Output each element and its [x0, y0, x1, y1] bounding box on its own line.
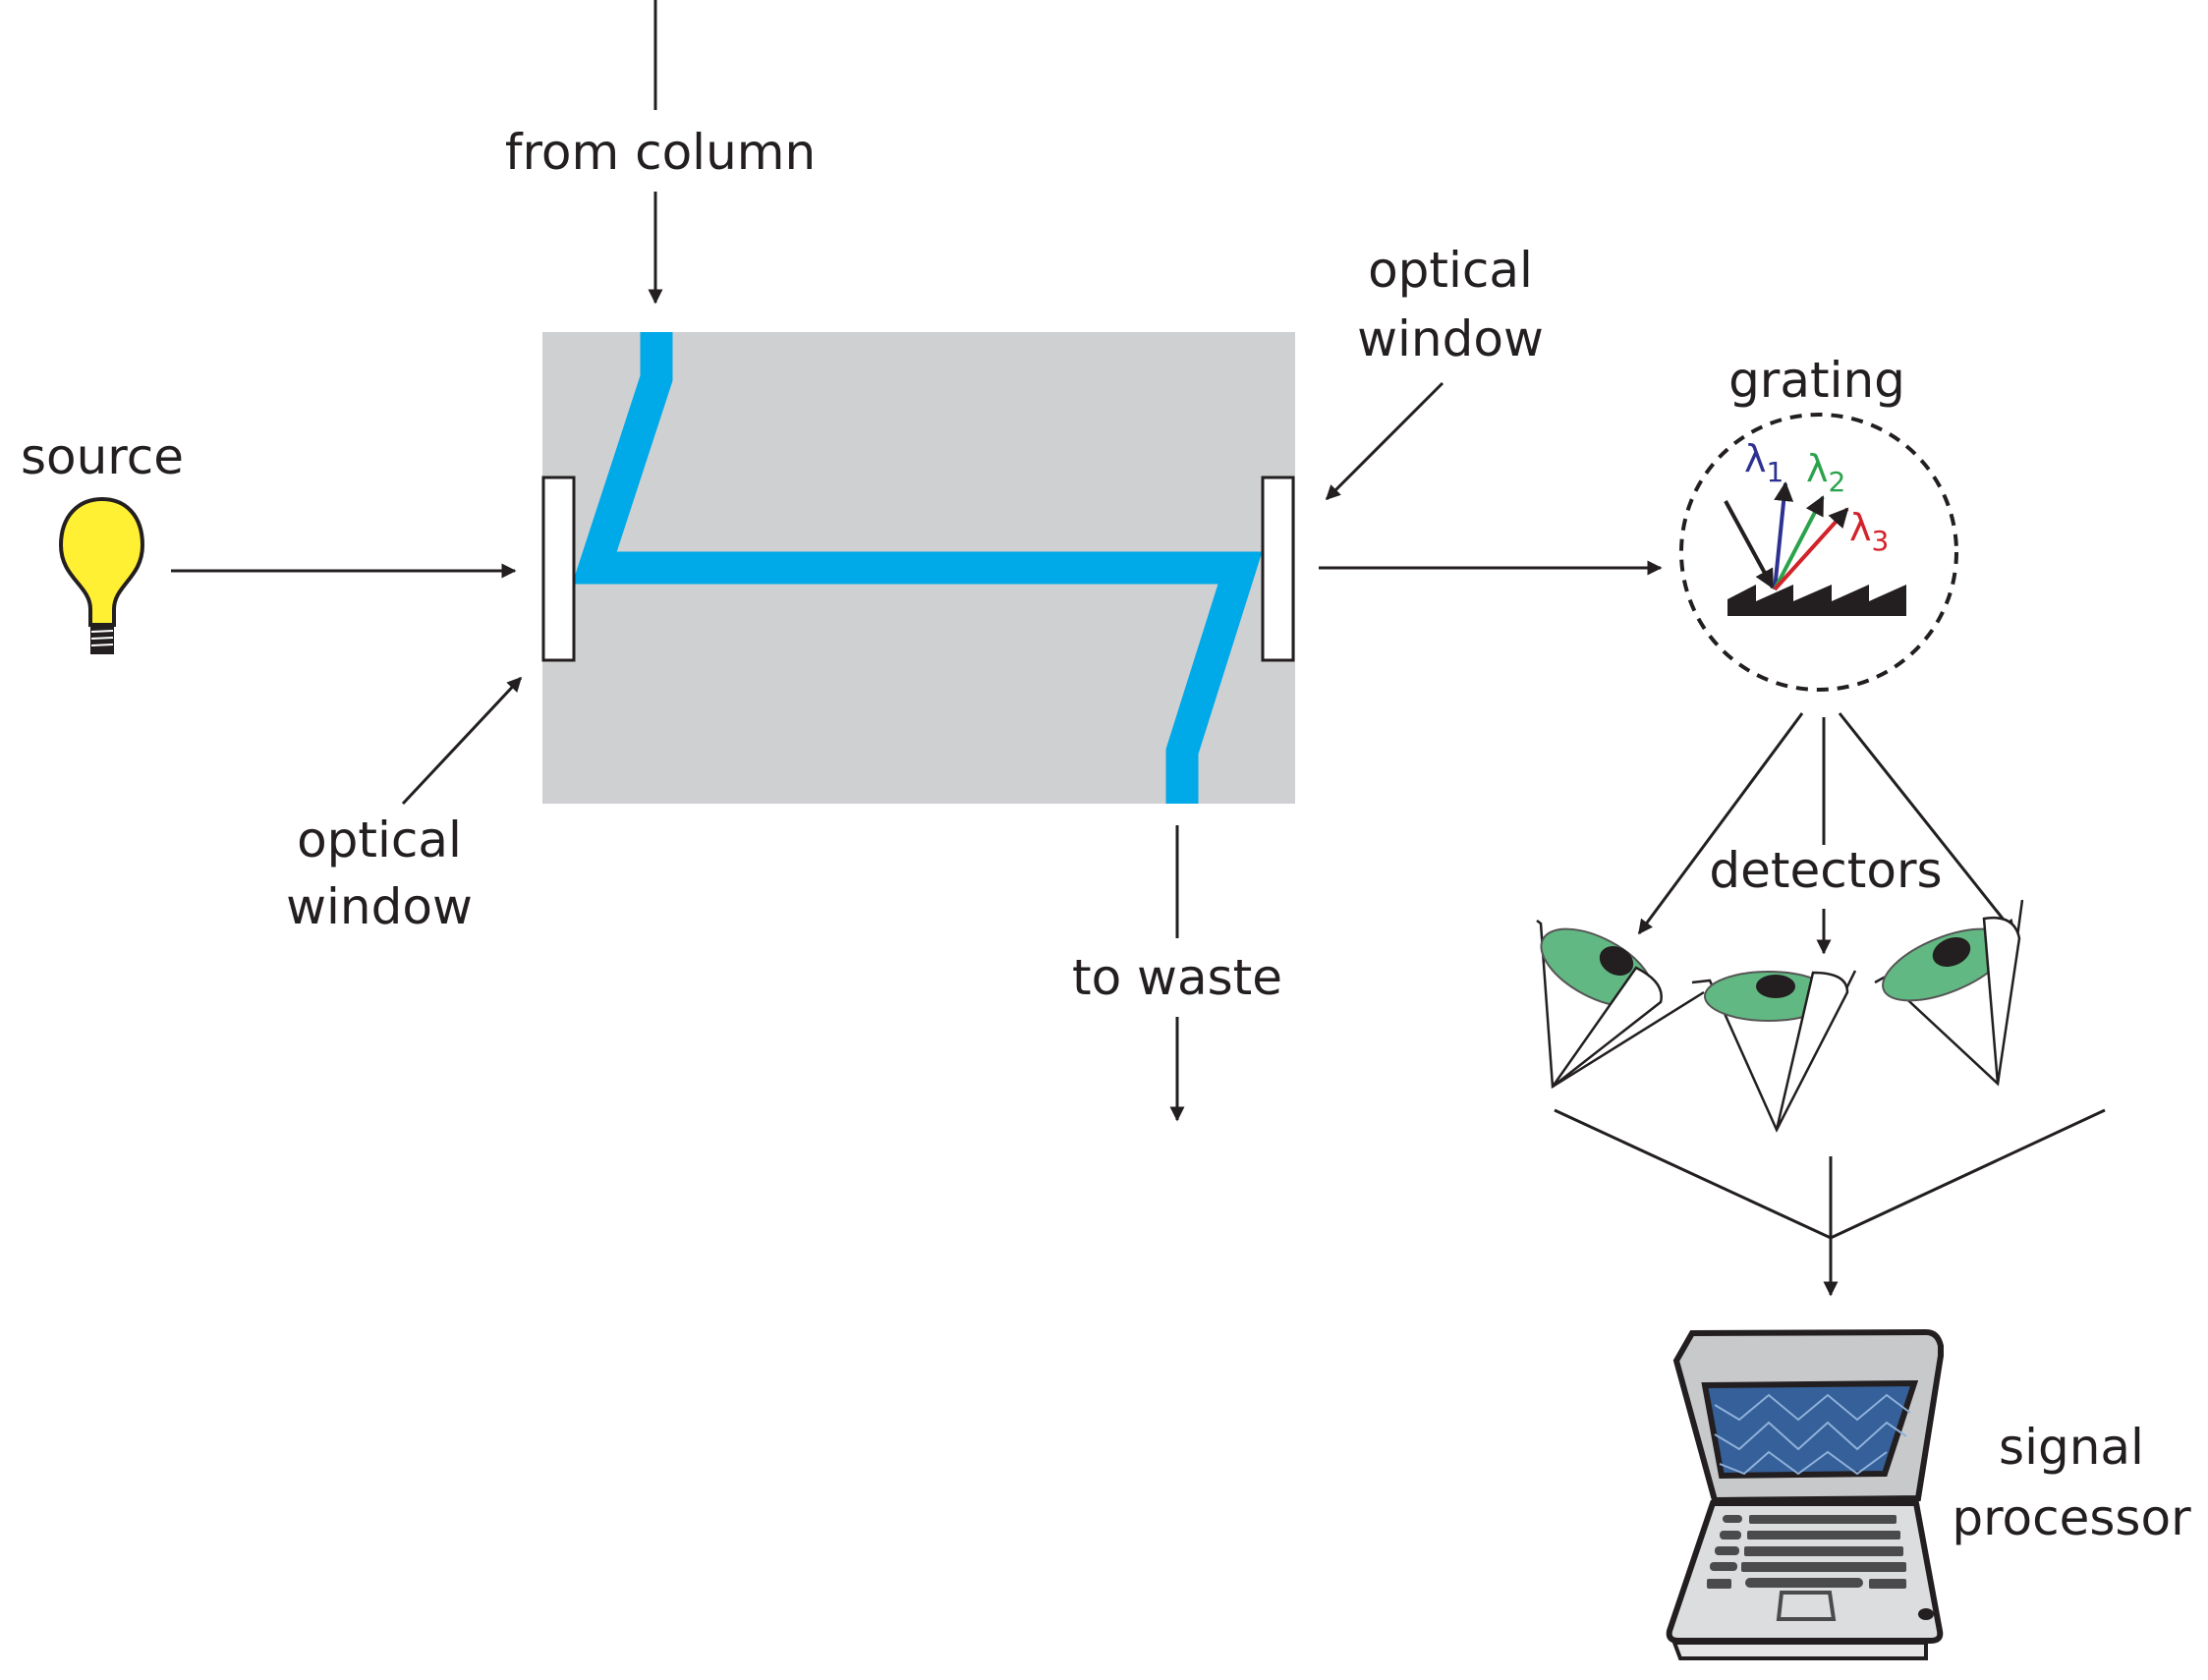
- optical-window-left-label-2: window: [286, 878, 473, 935]
- optical-window-right-label-1: optical: [1368, 242, 1533, 299]
- detector-eye-left-icon: [1536, 920, 1705, 1090]
- ray-lambda-2: [1773, 495, 1825, 590]
- from-column-label: from column: [505, 124, 816, 181]
- optical-window-right-label-2: window: [1357, 310, 1544, 367]
- optical-window-left-pointer: [401, 676, 523, 806]
- signal-processor-label-2: processor: [1952, 1489, 2191, 1546]
- flow-channel: [572, 332, 1263, 804]
- optical-window-left-label-1: optical: [297, 812, 462, 868]
- light-bulb-icon: [58, 496, 145, 654]
- detectors-label: detectors: [1709, 842, 1942, 899]
- optical-window-right-pointer: [1325, 381, 1444, 501]
- lambda-3-label: λ3: [1849, 506, 1889, 557]
- ray-lambda-3: [1773, 507, 1849, 591]
- incident-ray: [1724, 500, 1775, 589]
- optical-window-right: [1261, 476, 1295, 662]
- to-waste-label: to waste: [1072, 949, 1282, 1006]
- grating-inset: [1679, 413, 1958, 692]
- detector-eye-right-icon: [1874, 899, 2024, 1087]
- lambda-2-label: λ2: [1806, 447, 1845, 498]
- dispersed-arrow-left: [1637, 712, 1804, 935]
- grating-icon: [1727, 585, 1906, 616]
- detector-eye-center-icon: [1691, 970, 1857, 1133]
- source-label: source: [21, 428, 184, 485]
- lambda-1-label: λ1: [1744, 437, 1783, 488]
- optical-window-left: [541, 476, 576, 662]
- grating-label: grating: [1728, 352, 1905, 409]
- signal-processor-label-1: signal: [1999, 1419, 2144, 1476]
- dispersed-arrow-right: [1838, 712, 2016, 935]
- ray-lambda-1: [1773, 481, 1794, 590]
- laptop-icon: [1666, 1328, 1944, 1660]
